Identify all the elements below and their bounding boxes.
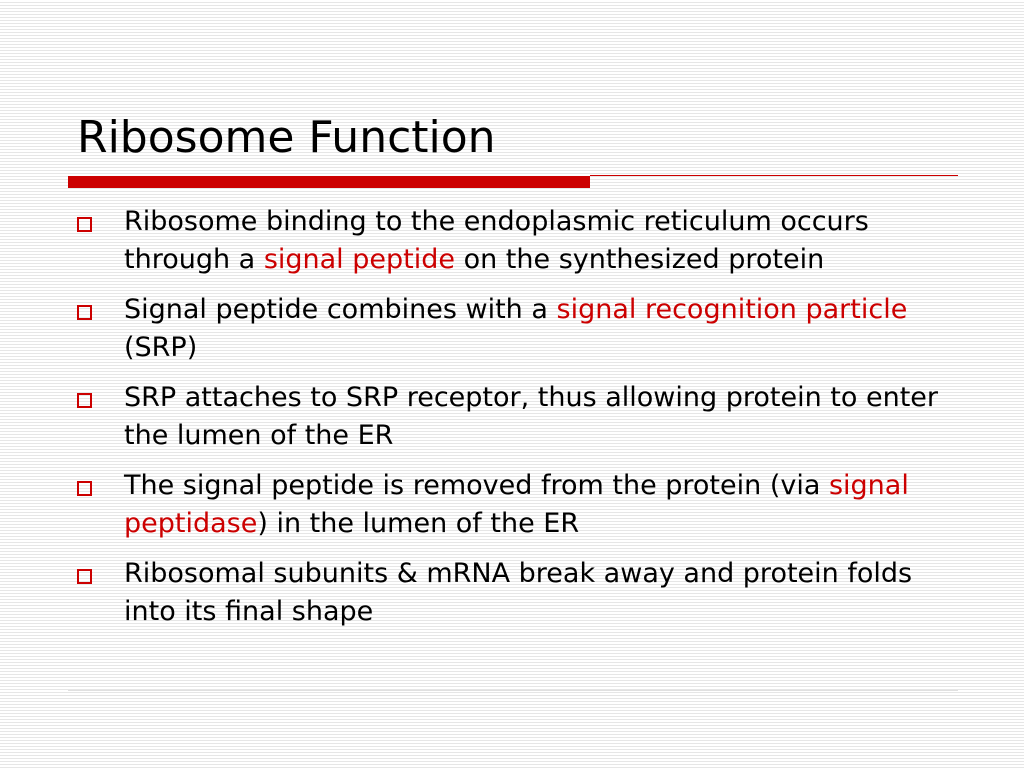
hollow-square-icon (77, 481, 92, 496)
highlighted-term: signal peptide (263, 244, 455, 275)
bullet-text: Ribosomal subunits & mRNA break away and… (124, 558, 913, 627)
slide-title: Ribosome Function (77, 112, 496, 163)
footer-divider (68, 690, 958, 691)
hollow-square-icon (77, 305, 92, 320)
bullet-text: Signal peptide combines with a (124, 294, 557, 325)
bullet-text: Ribosome binding to the endoplasmic reti… (124, 206, 869, 275)
bullet-text: The signal peptide is removed from the p… (124, 470, 829, 501)
bullet-text: ) in the lumen of the ER (257, 508, 580, 539)
bullet-item: SRP attaches to SRP receptor, thus allow… (72, 379, 952, 455)
bullet-text: (SRP) (124, 332, 198, 363)
bullet-item: Ribosomal subunits & mRNA break away and… (72, 555, 952, 631)
bullet-list: Ribosome binding to the endoplasmic reti… (72, 203, 952, 643)
bullet-text: on the synthesized protein (455, 244, 825, 275)
bullet-item: The signal peptide is removed from the p… (72, 467, 952, 543)
bullet-item: Signal peptide combines with a signal re… (72, 291, 952, 367)
hollow-square-icon (77, 217, 92, 232)
highlighted-term: signal recognition particle (556, 294, 908, 325)
hollow-square-icon (77, 393, 92, 408)
title-underline-thin (590, 175, 958, 176)
highlighted-term: signal peptidase (124, 470, 909, 539)
hollow-square-icon (77, 569, 92, 584)
bullet-item: Ribosome binding to the endoplasmic reti… (72, 203, 952, 279)
bullet-text: SRP attaches to SRP receptor, thus allow… (124, 382, 938, 451)
title-underline-thick (68, 176, 590, 188)
